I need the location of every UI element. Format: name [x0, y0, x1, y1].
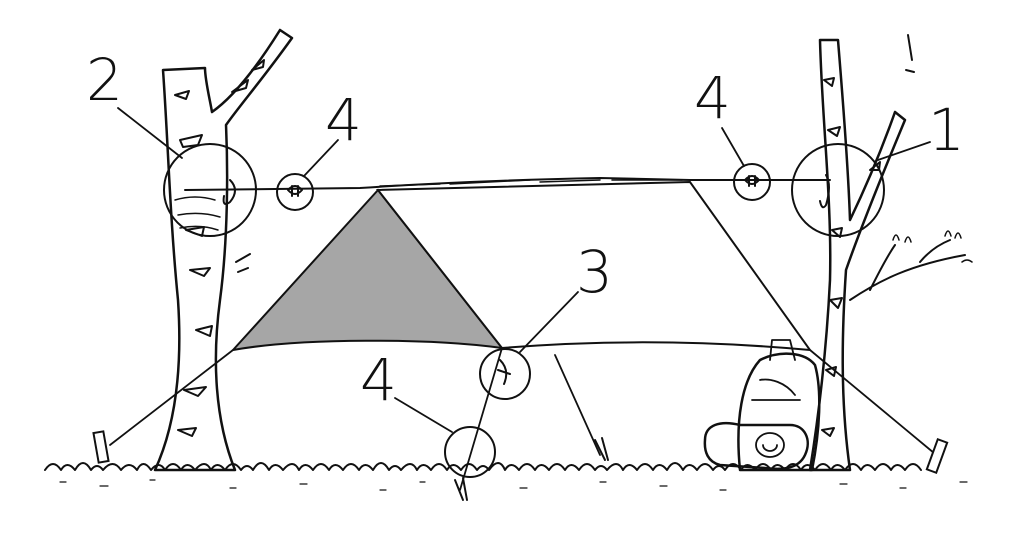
callout-circle-4b [733, 163, 771, 201]
callout-numbers: 2 1 3 4 4 4 [86, 46, 965, 414]
tarp-shaded-side [230, 188, 505, 352]
backpack [703, 339, 821, 472]
callout-label-3: 3 [576, 238, 613, 306]
guy-lines [92, 347, 949, 501]
callout-circles [163, 143, 885, 478]
callout-circle-1 [791, 143, 885, 237]
left-birch-tree [153, 28, 294, 472]
callout-circle-4c [444, 426, 496, 478]
knot-details [222, 174, 830, 385]
callout-label-4a: 4 [325, 86, 362, 154]
callout-circle-4a [276, 173, 314, 211]
callout-circle-3 [479, 348, 531, 400]
tarp-light-side [375, 180, 813, 352]
tarp [230, 180, 813, 352]
callout-leader-lines [117, 107, 931, 433]
callout-circle-2 [163, 143, 257, 237]
callout-label-4c: 4 [360, 346, 397, 414]
ground-grass [44, 462, 968, 491]
callout-label-1: 1 [928, 96, 965, 164]
callout-label-2: 2 [86, 46, 123, 114]
callout-label-4b: 4 [694, 64, 731, 132]
ridge-line [184, 177, 831, 191]
